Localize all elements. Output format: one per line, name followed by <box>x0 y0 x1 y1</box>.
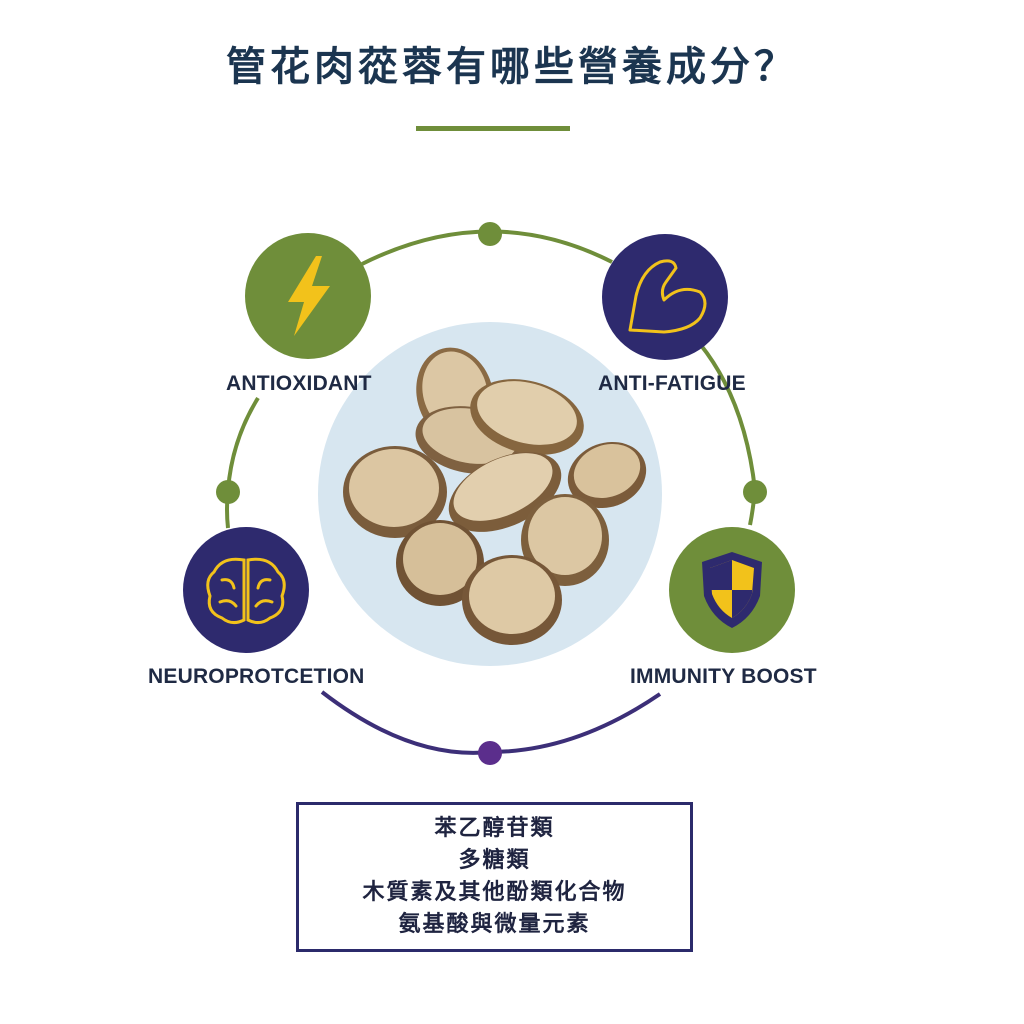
benefit-label-antioxidant: ANTIOXIDANT <box>226 372 372 395</box>
ingredients-box: 苯乙醇苷類 多糖類 木質素及其他酚類化合物 氨基酸與微量元素 <box>296 802 693 952</box>
antioxidant-badge <box>245 233 371 359</box>
anti-fatigue-badge <box>602 234 728 360</box>
ring-arc-left-upper <box>226 396 260 491</box>
benefit-label-immunity-boost: IMMUNITY BOOST <box>630 665 817 688</box>
page-title: 管花肉蓯蓉有哪些營養成分？ <box>226 44 798 90</box>
ring-dot-left <box>216 480 240 504</box>
title-underline <box>416 126 570 131</box>
neuroprotection-badge <box>183 527 309 653</box>
ingredient-line: 苯乙醇苷類 <box>434 816 555 841</box>
ingredient-line: 多糖類 <box>458 848 531 873</box>
benefit-label-neuroprotection: NEUROPROTCETION <box>148 665 365 688</box>
ring-dot-bottom <box>478 741 502 765</box>
lightning-bolt-icon <box>288 256 330 336</box>
ring-dot-top <box>478 222 502 246</box>
dried-herb-slices <box>343 347 647 645</box>
brain-icon <box>206 557 286 625</box>
ring-arc-right-upper <box>698 342 757 491</box>
benefit-label-anti-fatigue: ANTI-FATIGUE <box>598 372 746 395</box>
ingredient-line: 木質素及其他酚類化合物 <box>362 880 627 905</box>
flexed-arm-icon <box>628 259 707 334</box>
shield-icon <box>702 552 762 628</box>
ring-dot-right <box>743 480 767 504</box>
immunity-badge <box>669 527 795 653</box>
ingredient-line: 氨基酸與微量元素 <box>398 912 591 937</box>
